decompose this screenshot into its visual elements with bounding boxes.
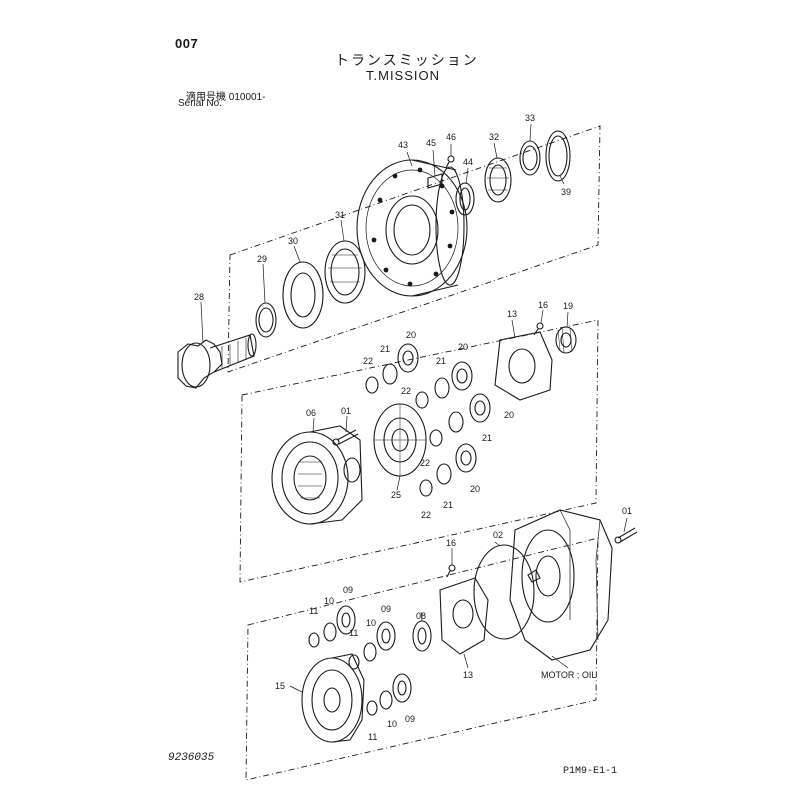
ring-29 xyxy=(255,302,277,338)
pins-11 xyxy=(308,632,378,716)
bolt-01-bottom xyxy=(614,527,638,544)
callout-10-c: 10 xyxy=(387,719,397,729)
callout-25: 25 xyxy=(391,490,401,500)
callout-09-c: 09 xyxy=(405,714,415,724)
callout-11-b: 11 xyxy=(349,628,358,638)
gear-20-d xyxy=(455,443,477,473)
housing-43 xyxy=(356,159,468,297)
bearings-10 xyxy=(323,622,393,710)
callout-21-a: 21 xyxy=(380,344,390,354)
carrier-06 xyxy=(271,425,363,525)
needle-bearings-21 xyxy=(382,363,464,485)
callout-labels: 43 45 46 44 32 33 39 31 30 29 28 13 16 1… xyxy=(194,113,632,742)
callout-13-bottom: 13 xyxy=(463,670,473,680)
callout-43: 43 xyxy=(398,140,408,150)
motor-oil xyxy=(509,509,613,661)
bearing-32 xyxy=(484,157,512,203)
panel-middle-outline xyxy=(239,319,599,583)
callout-01-bottom: 01 xyxy=(622,506,632,516)
callout-20-d: 20 xyxy=(470,484,480,494)
callout-46: 46 xyxy=(446,132,456,142)
bearing-31 xyxy=(324,240,366,304)
callout-31: 31 xyxy=(335,210,345,220)
callout-21-d: 21 xyxy=(443,500,453,510)
bolt-46 xyxy=(445,155,455,169)
gear-20-c xyxy=(469,393,491,423)
callout-44: 44 xyxy=(463,157,473,167)
bolt-16-top xyxy=(533,322,544,336)
callout-21-c: 21 xyxy=(482,433,492,443)
diagram-title-english: T.MISSION xyxy=(366,68,441,83)
gear-20-a xyxy=(397,343,419,373)
reference-code: P1M9-E1-1 xyxy=(563,766,618,777)
panel-outlines xyxy=(227,125,601,781)
gear-19 xyxy=(555,326,577,354)
shaft-28 xyxy=(177,333,257,389)
o-ring-02 xyxy=(473,544,535,640)
callout-16-bottom: 16 xyxy=(446,538,456,548)
callout-22-a: 22 xyxy=(363,356,373,366)
document-number: 9236035 xyxy=(168,752,215,764)
shim-39 xyxy=(545,130,571,182)
callout-16-top: 16 xyxy=(538,300,548,310)
callout-10-a: 10 xyxy=(324,596,334,606)
callout-32: 32 xyxy=(489,132,499,142)
leader-lines xyxy=(200,123,628,693)
callout-09-b: 09 xyxy=(381,604,391,614)
callout-06: 06 xyxy=(306,408,316,418)
thrust-plate-13-bottom xyxy=(439,577,489,655)
panel-bottom-outline xyxy=(245,537,599,781)
panel-top-outline xyxy=(227,125,601,373)
callout-13-top: 13 xyxy=(507,309,517,319)
callout-39: 39 xyxy=(561,187,571,197)
serial-label-english: Serial No. xyxy=(178,98,222,109)
callout-09-a: 09 xyxy=(343,585,353,595)
carrier-25 xyxy=(373,403,427,477)
callout-15: 15 xyxy=(275,681,285,691)
thrust-plate-13-top xyxy=(494,331,553,401)
serial-range-japanese: 適用号機 010001- xyxy=(186,92,266,103)
sun-gear-08 xyxy=(412,620,432,652)
callout-33: 33 xyxy=(525,113,535,123)
ring-33 xyxy=(519,140,541,176)
callout-11-a: 11 xyxy=(309,606,318,616)
callout-02: 02 xyxy=(493,530,503,540)
callout-20-c: 20 xyxy=(504,410,514,420)
planet-gears-20 xyxy=(397,343,491,473)
callout-10-b: 10 xyxy=(366,618,376,628)
plate-45 xyxy=(427,173,443,189)
plate-30 xyxy=(282,261,324,329)
callout-45: 45 xyxy=(426,138,436,148)
pins-22 xyxy=(365,376,443,497)
carrier-15 xyxy=(301,653,365,743)
callout-01-middle: 01 xyxy=(341,406,351,416)
callout-29: 29 xyxy=(257,254,267,264)
callout-motor-oil: MOTOR ; OIL xyxy=(541,670,596,680)
bolt-01-middle xyxy=(332,429,359,446)
callout-20-b: 20 xyxy=(458,342,468,352)
callout-28: 28 xyxy=(194,292,204,302)
gear-20-b xyxy=(451,361,473,391)
gears-09 xyxy=(336,605,412,703)
callout-21-b: 21 xyxy=(436,356,446,366)
page-number: 007 xyxy=(175,36,199,51)
callout-08: 08 xyxy=(416,611,426,621)
callout-11-c: 11 xyxy=(368,732,377,742)
callout-20-a: 20 xyxy=(406,330,416,340)
seal-44 xyxy=(455,182,475,216)
callout-22-c: 22 xyxy=(420,458,430,468)
bolt-16-bottom xyxy=(446,564,456,578)
callout-22-b: 22 xyxy=(401,386,411,396)
diagram-title-japanese: トランスミッション xyxy=(335,52,479,68)
callout-19: 19 xyxy=(563,301,573,311)
callout-22-d: 22 xyxy=(421,510,431,520)
callout-30: 30 xyxy=(288,236,298,246)
